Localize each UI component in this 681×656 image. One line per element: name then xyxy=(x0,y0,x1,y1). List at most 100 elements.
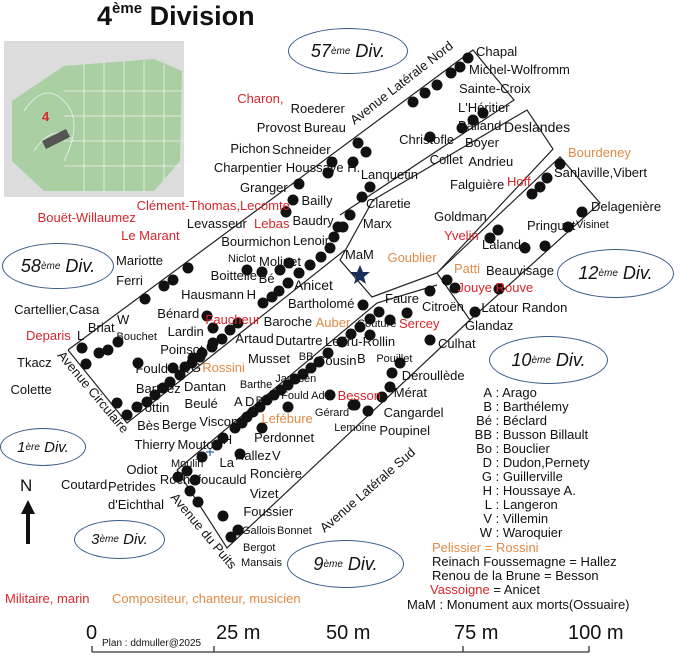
grave-marker xyxy=(352,137,364,149)
legend-entry: L : Langeron xyxy=(484,497,558,512)
grave-marker xyxy=(225,531,237,543)
grave-marker xyxy=(182,262,194,274)
grave-label: Artaud xyxy=(235,331,274,347)
grave-label: Fould Ac. xyxy=(135,361,190,377)
grave-label: Balland xyxy=(458,118,502,133)
grave-marker xyxy=(174,369,186,381)
grave-label: Petrides xyxy=(108,479,156,494)
grave-label: Pichon xyxy=(230,140,271,156)
grave-label-key: D xyxy=(245,394,255,409)
grave-label-key: V xyxy=(272,448,281,463)
grave-label-key: H xyxy=(246,287,257,303)
grave-label: Andrieu xyxy=(468,154,514,170)
grave-marker xyxy=(256,266,268,278)
grave-label: Briat xyxy=(87,319,115,335)
grave-marker xyxy=(287,194,299,206)
inset-division-marker: 4 xyxy=(42,109,50,124)
grave-marker xyxy=(149,389,161,401)
grave-marker xyxy=(293,178,305,190)
grave-label: Bergot xyxy=(243,542,276,554)
grave-marker xyxy=(347,156,359,168)
grave-marker xyxy=(232,524,244,536)
monument-label: MaM xyxy=(345,247,374,262)
grave-marker xyxy=(158,280,170,292)
grave-label: Visinet xyxy=(576,219,609,231)
grave-marker xyxy=(562,221,574,233)
alias-note-pelissier: Pelissier = Rossini xyxy=(432,540,539,555)
grave-label: Deroullède xyxy=(401,367,465,383)
grave-label: Granger xyxy=(240,179,288,195)
grave-marker xyxy=(241,264,253,276)
grave-label: d'Eichthal xyxy=(108,497,164,512)
grave-label: Bartholomé xyxy=(288,296,355,311)
scale-bar xyxy=(91,646,590,653)
grave-marker xyxy=(467,114,479,126)
grave-label: Mansais xyxy=(241,557,282,569)
grave-label-military: Clément-Thomas,Lecomte xyxy=(136,198,290,214)
grave-label: Ferri xyxy=(116,273,143,289)
grave-label: Bénard xyxy=(157,306,200,322)
block-outline xyxy=(176,319,471,549)
grave-marker xyxy=(484,232,496,244)
legend-entry: Bo : Bouclier xyxy=(476,441,550,456)
grave-marker xyxy=(315,251,327,263)
grave-marker xyxy=(256,422,268,434)
grave-label-military: Yvelin xyxy=(444,228,479,243)
grave-marker xyxy=(364,181,376,193)
grave-marker xyxy=(462,52,474,64)
grave-marker xyxy=(534,181,546,193)
grave-marker xyxy=(519,242,531,254)
grave-label: Mérat xyxy=(393,385,428,401)
grave-label: Thierry xyxy=(134,437,175,453)
grave-marker xyxy=(364,313,376,325)
grave-label: La xyxy=(219,455,234,471)
grave-marker xyxy=(121,409,133,421)
grave-label: Faure xyxy=(385,291,419,306)
legend-military: Militaire, marin xyxy=(5,591,90,606)
grave-marker xyxy=(274,264,286,276)
grave-marker xyxy=(324,389,336,401)
grave-marker xyxy=(181,465,193,477)
legend-entry: H : Houssaye A. xyxy=(482,483,576,498)
grave-marker xyxy=(419,87,431,99)
grave-label: Berge xyxy=(161,417,197,433)
grave-marker xyxy=(304,259,316,271)
grave-marker xyxy=(493,283,505,295)
grave-label: Boittelle xyxy=(210,267,257,283)
grave-label: Hausmann xyxy=(181,287,244,303)
grave-label-military: Jouye Rouve xyxy=(457,280,534,296)
grave-marker xyxy=(449,282,461,294)
grave-marker xyxy=(394,357,406,369)
grave-marker xyxy=(401,307,413,319)
grave-label: Pouillet xyxy=(376,352,413,365)
grave-label: Moulin xyxy=(171,458,204,470)
grave-marker xyxy=(157,382,169,394)
legend-composer: Compositeur, chanteur, musicien xyxy=(112,591,301,606)
grave-marker xyxy=(131,401,143,413)
grave-label: Gérard xyxy=(314,407,350,420)
grave-label-key: B xyxy=(357,351,366,366)
grave-marker xyxy=(80,358,92,370)
grave-label: Ledru-Rollin xyxy=(325,334,396,349)
grave-label: Vizet xyxy=(249,485,279,501)
grave-label-military: Lebas xyxy=(254,215,290,231)
grave-label-key: W xyxy=(117,312,130,327)
grave-marker xyxy=(456,122,468,134)
grave-marker xyxy=(424,334,436,346)
grave-marker xyxy=(469,306,481,318)
grave-label: Collet xyxy=(429,152,463,167)
grave-marker xyxy=(328,231,340,243)
north-label: N xyxy=(20,476,33,495)
grave-label-composer: Auber xyxy=(315,314,351,330)
grave-label: Christofle xyxy=(399,132,455,148)
credit: Plan : ddmuller@2025 xyxy=(102,638,202,649)
grave-label: Latour Randon xyxy=(481,300,568,316)
page-title: 4ème Division xyxy=(97,0,255,31)
grave-marker xyxy=(93,347,105,359)
